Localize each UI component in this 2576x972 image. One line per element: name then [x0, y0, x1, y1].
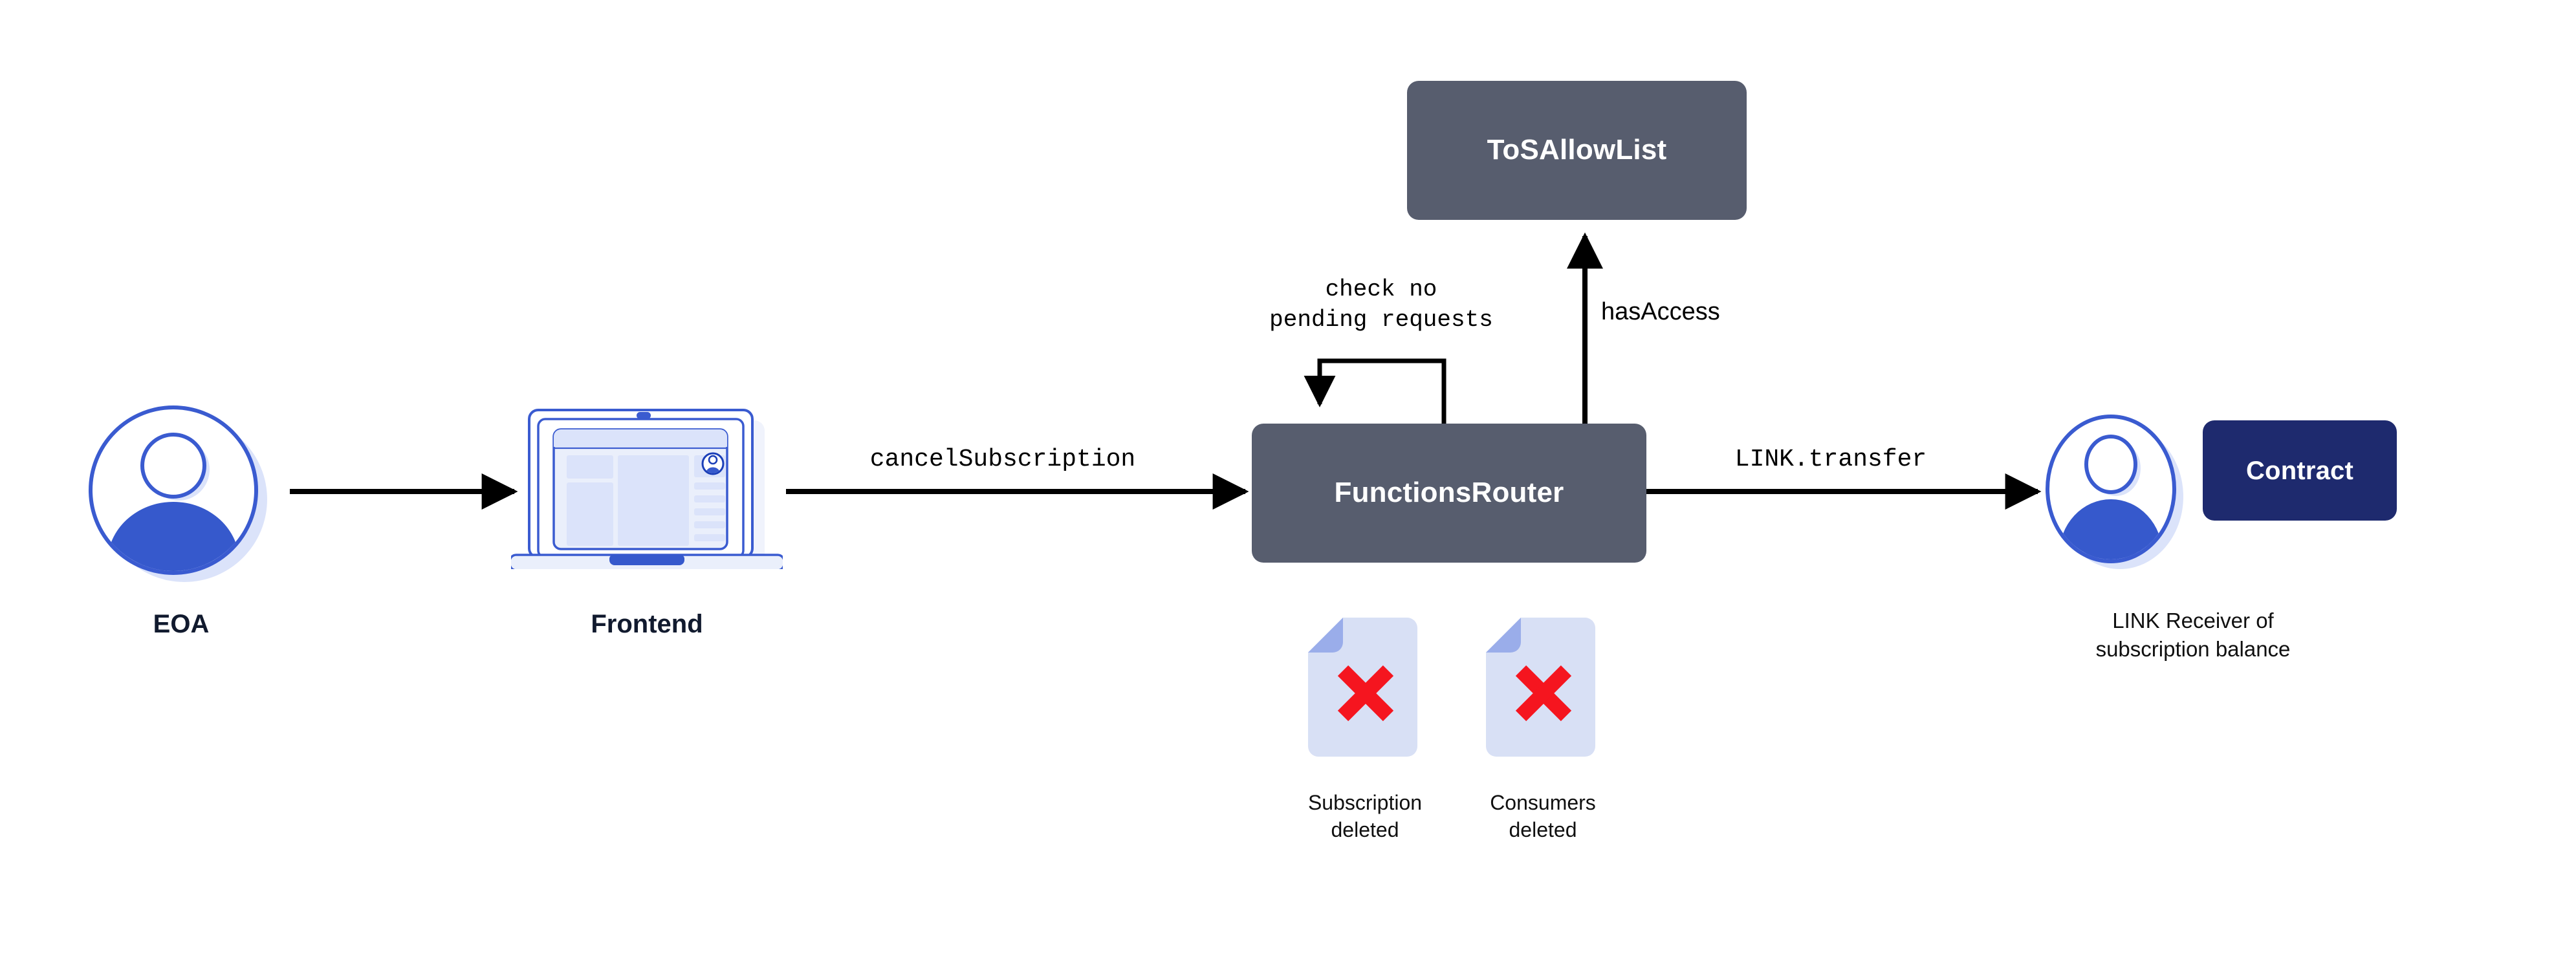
frontend-label: Frontend [591, 610, 703, 638]
red-cross-icon [1337, 665, 1394, 722]
node-tos-allow-list[interactable]: ToSAllowList [1407, 81, 1747, 220]
link-receiver-label-line2: subscription balance [2095, 636, 2291, 661]
artifact-label-consumers-deleted: Consumers deleted [1456, 789, 1630, 843]
document-deleted-icon [1486, 618, 1595, 757]
edge-label-has-access: hasAccess [1601, 298, 1720, 325]
edge-label-check-no-pending-requests: check no pending requests [1269, 276, 1493, 333]
node-tos-allow-list-label: ToSAllowList [1487, 134, 1667, 166]
document-deleted-icon [1308, 618, 1417, 757]
artifact-label-line1: Consumers [1490, 791, 1596, 814]
node-functions-router-label: FunctionsRouter [1334, 477, 1564, 509]
avatar [2046, 415, 2183, 569]
laptop-icon [511, 409, 783, 569]
user-avatar-icon [2046, 415, 2183, 569]
node-functions-router[interactable]: FunctionsRouter [1252, 424, 1646, 563]
link-receiver-label-line1: LINK Receiver of [2112, 609, 2274, 632]
arrow-router-self-loop [1304, 358, 1446, 424]
screen-avatar-icon [701, 452, 725, 475]
artifact-label-subscription-deleted: Subscription deleted [1278, 789, 1452, 843]
user-avatar-icon [89, 405, 267, 582]
eoa-label: EOA [153, 610, 210, 638]
red-cross-icon [1515, 665, 1572, 722]
node-contract[interactable]: Contract [2203, 420, 2397, 521]
artifact-label-line2: deleted [1331, 818, 1399, 842]
edge-label-cancel-subscription: cancelSubscription [869, 446, 1136, 473]
edge-label-link-transfer: LINK.transfer [1734, 446, 1927, 473]
avatar [89, 405, 267, 582]
link-receiver-label: LINK Receiver of subscription balance [2018, 607, 2368, 663]
node-contract-label: Contract [2245, 456, 2354, 485]
artifact-label-line2: deleted [1509, 818, 1577, 842]
artifact-label-line1: Subscription [1307, 791, 1423, 814]
